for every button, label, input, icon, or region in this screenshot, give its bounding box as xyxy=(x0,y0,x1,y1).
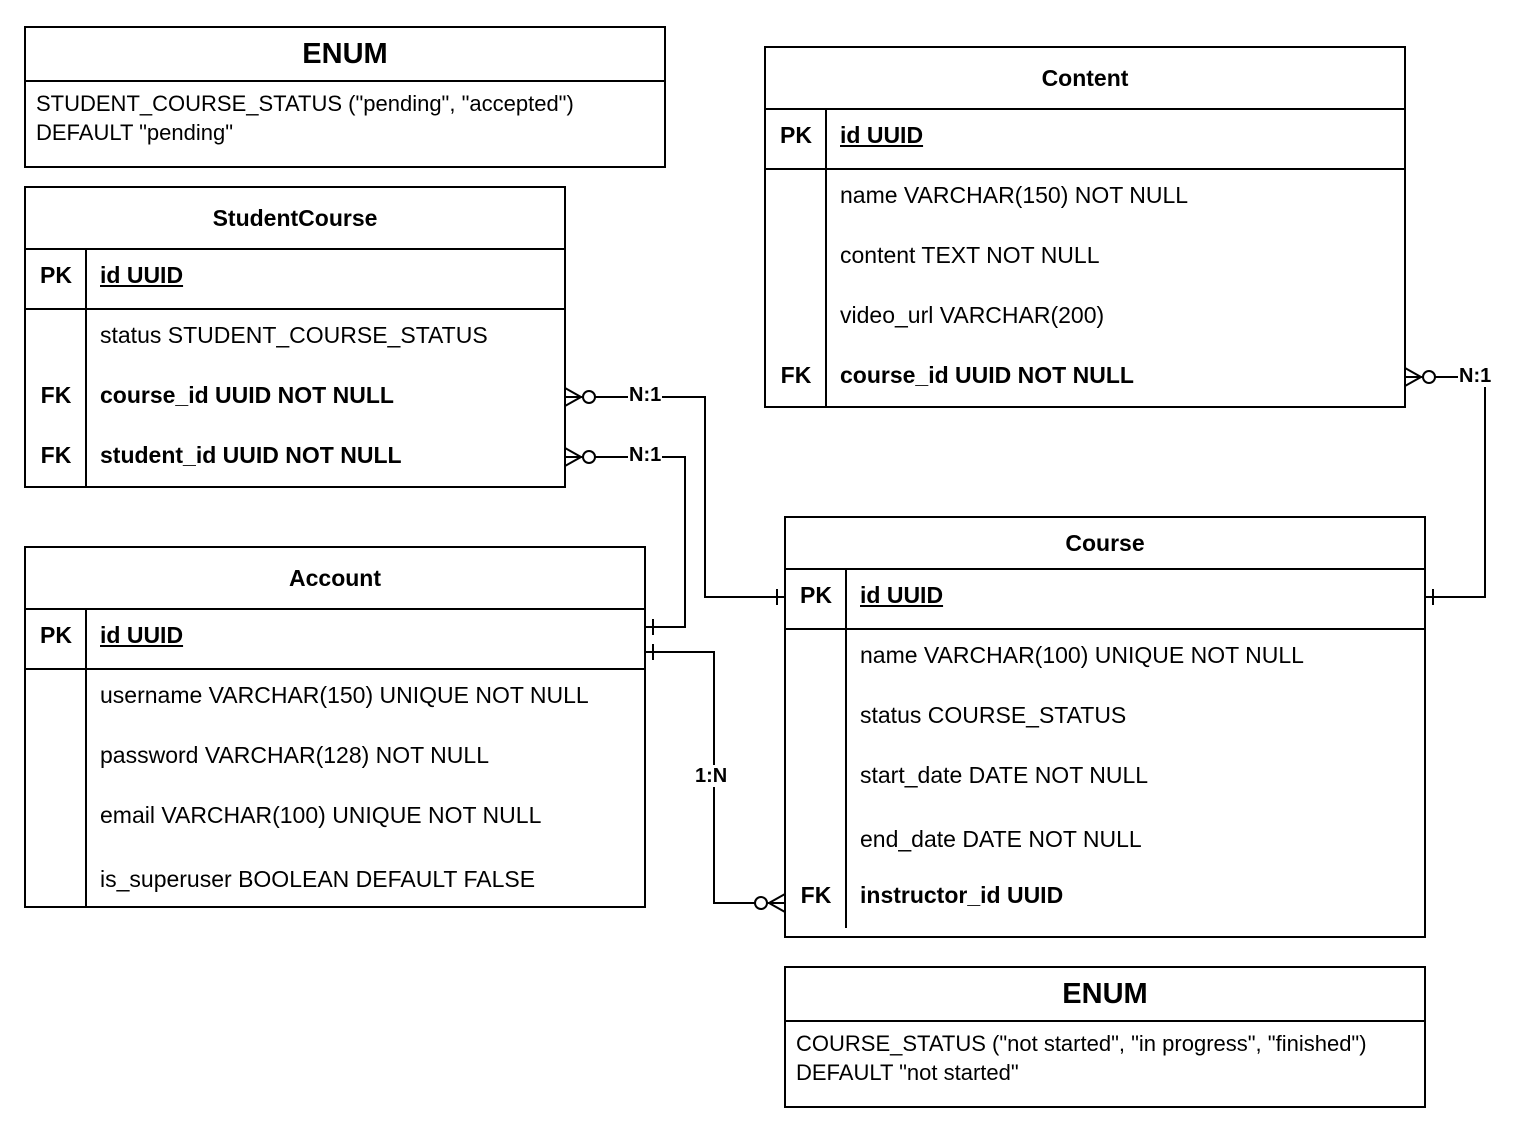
edge-content-course xyxy=(1405,376,1486,598)
pk-field: id UUID xyxy=(100,622,184,648)
enum-values: COURSE_STATUS ("not started", "in progre… xyxy=(796,1031,1367,1056)
column-divider xyxy=(85,608,87,668)
crowsfoot-account-course xyxy=(754,893,786,913)
field-status: status STUDENT_COURSE_STATUS xyxy=(100,322,488,348)
column-divider xyxy=(825,108,827,168)
entity-account[interactable]: Account PK id UUID username VARCHAR(150)… xyxy=(24,546,646,908)
entity-studentcourse[interactable]: StudentCourse PK id UUID status STUDENT_… xyxy=(24,186,566,488)
field-username: username VARCHAR(150) UNIQUE NOT NULL xyxy=(100,682,589,708)
field-name: name VARCHAR(100) UNIQUE NOT NULL xyxy=(860,642,1304,668)
enum-body: COURSE_STATUS ("not started", "in progre… xyxy=(796,1029,1418,1087)
enum-student-course-status[interactable]: ENUM STUDENT_COURSE_STATUS ("pending", "… xyxy=(24,26,666,168)
field-name: name VARCHAR(150) NOT NULL xyxy=(840,182,1189,208)
pk-row: PK id UUID xyxy=(766,108,1404,170)
field-student-id: student_id UUID NOT NULL xyxy=(100,442,402,468)
label-content-course: N:1 xyxy=(1458,365,1493,387)
enum-values: STUDENT_COURSE_STATUS ("pending", "accep… xyxy=(36,91,574,116)
entity-title: StudentCourse xyxy=(26,188,564,250)
enum-default: DEFAULT "not started" xyxy=(796,1060,1019,1085)
field-start-date: start_date DATE NOT NULL xyxy=(860,762,1149,788)
field-course-id: course_id UUID NOT NULL xyxy=(100,382,394,408)
fk-key: FK xyxy=(780,362,812,388)
field-content: content TEXT NOT NULL xyxy=(840,242,1100,268)
crowsfoot-sc-student xyxy=(564,447,596,467)
enum-body: STUDENT_COURSE_STATUS ("pending", "accep… xyxy=(36,89,658,147)
fk-key: FK xyxy=(40,442,72,468)
column-divider xyxy=(85,668,87,906)
pk-row: PK id UUID xyxy=(786,568,1424,630)
column-divider xyxy=(85,308,87,486)
pk-row: PK id UUID xyxy=(26,608,644,670)
field-course-id: course_id UUID NOT NULL xyxy=(840,362,1134,388)
field-is-superuser: is_superuser BOOLEAN DEFAULT FALSE xyxy=(100,866,536,892)
field-video-url: video_url VARCHAR(200) xyxy=(840,302,1105,328)
column-divider xyxy=(85,248,87,308)
column-divider xyxy=(825,168,827,406)
pk-key: PK xyxy=(40,262,72,288)
enum-course-status[interactable]: ENUM COURSE_STATUS ("not started", "in p… xyxy=(784,966,1426,1108)
pk-key: PK xyxy=(800,582,832,608)
column-divider xyxy=(845,568,847,628)
pk-field: id UUID xyxy=(840,122,924,148)
field-end-date: end_date DATE NOT NULL xyxy=(860,826,1142,852)
crowsfoot-content-course xyxy=(1404,367,1436,387)
label-account-course: 1:N xyxy=(694,765,729,787)
pk-row: PK id UUID xyxy=(26,248,564,310)
pk-field: id UUID xyxy=(860,582,944,608)
field-password: password VARCHAR(128) NOT NULL xyxy=(100,742,489,768)
enum-title: ENUM xyxy=(26,28,664,82)
enum-title: ENUM xyxy=(786,968,1424,1022)
label-sc-course: N:1 xyxy=(628,384,663,406)
field-email: email VARCHAR(100) UNIQUE NOT NULL xyxy=(100,802,542,828)
entity-content[interactable]: Content PK id UUID name VARCHAR(150) NOT… xyxy=(764,46,1406,408)
entity-title: Account xyxy=(26,548,644,610)
crowsfoot-sc-course xyxy=(564,387,596,407)
column-divider xyxy=(845,628,847,928)
field-instructor-id: instructor_id UUID xyxy=(860,882,1064,908)
edge-studentcourse-account xyxy=(565,456,686,628)
pk-field: id UUID xyxy=(100,262,184,288)
entity-course[interactable]: Course PK id UUID name VARCHAR(100) UNIQ… xyxy=(784,516,1426,938)
field-status: status COURSE_STATUS xyxy=(860,702,1127,728)
enum-default: DEFAULT "pending" xyxy=(36,120,234,145)
entity-title: Course xyxy=(786,518,1424,570)
entity-title: Content xyxy=(766,48,1404,110)
fk-key: FK xyxy=(40,382,72,408)
fk-key: FK xyxy=(800,882,832,908)
pk-key: PK xyxy=(40,622,72,648)
label-sc-student: N:1 xyxy=(628,444,663,466)
pk-key: PK xyxy=(780,122,812,148)
